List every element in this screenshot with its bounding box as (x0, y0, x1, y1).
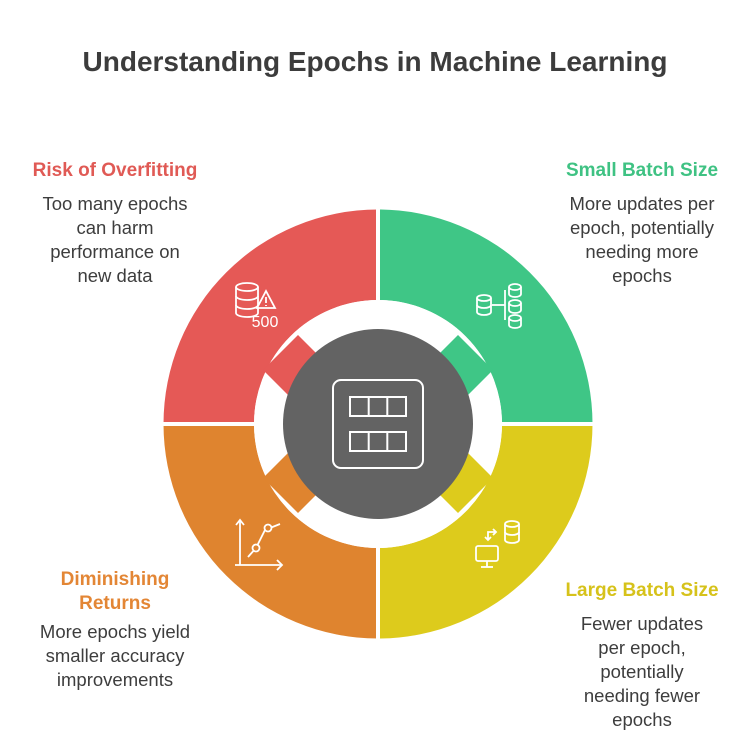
description-line: needing fewer (583, 685, 701, 706)
tab-diminishing-returns (263, 451, 325, 513)
page-title: Understanding Epochs in Machine Learning (82, 46, 668, 77)
risk-of-overfitting-block: Risk of Overfitting Too many epochs can … (15, 160, 215, 288)
description-line: epochs (612, 709, 672, 730)
large-batch-size-block: Large Batch Size Fewer updates per epoch… (556, 580, 728, 732)
heading-line: Returns (79, 593, 151, 614)
description-line: More epochs yield (39, 621, 191, 642)
inward-tabs (263, 335, 493, 513)
diminishing-returns-block: Diminishing Returns More epochs yield sm… (20, 568, 210, 692)
tab-large-batch-size (431, 451, 493, 513)
segment-small-batch-size (378, 209, 593, 424)
small-batch-size-description: More updates per epoch, potentially need… (548, 192, 736, 288)
heading-line: Diminishing (60, 569, 170, 590)
segment-risk-of-overfitting (163, 209, 378, 424)
description-line: epoch, potentially (570, 217, 714, 238)
description-line: potentially (600, 661, 684, 682)
small-batch-size-heading: Small Batch Size (565, 160, 719, 181)
database-warning-icon (235, 282, 277, 318)
description-line: More updates per (569, 193, 715, 214)
description-line: Too many epochs (42, 193, 188, 214)
grid-table-icon (332, 379, 424, 469)
line-chart-icon (235, 518, 284, 571)
segment-large-batch-size (378, 424, 593, 639)
large-batch-size-description: Fewer updates per epoch, potentially nee… (556, 612, 728, 732)
center-hub (283, 329, 473, 519)
description-line: per epoch, (598, 637, 686, 658)
description-line: can harm (76, 217, 154, 238)
risk-of-overfitting-heading: Risk of Overfitting (32, 160, 198, 181)
icon-500-label: 500 (252, 314, 279, 331)
diminishing-returns-description: More epochs yield smaller accuracy impro… (20, 620, 210, 692)
description-line: performance on (50, 241, 180, 262)
description-line: Fewer updates (580, 613, 704, 634)
description-line: new data (77, 265, 153, 286)
diminishing-returns-heading: Diminishing Returns (20, 568, 210, 616)
large-batch-size-heading: Large Batch Size (565, 580, 719, 601)
database-stack-icon (476, 283, 522, 329)
description-line: epochs (612, 265, 672, 286)
tab-risk-of-overfitting (263, 335, 325, 397)
risk-of-overfitting-description: Too many epochs can harm performance on … (15, 192, 215, 288)
description-line: improvements (56, 669, 174, 690)
database-transfer-icon (475, 520, 520, 568)
description-line: smaller accuracy (45, 645, 185, 666)
description-line: needing more (585, 241, 699, 262)
tab-small-batch-size (431, 335, 493, 397)
small-batch-size-block: Small Batch Size More updates per epoch,… (548, 160, 736, 288)
